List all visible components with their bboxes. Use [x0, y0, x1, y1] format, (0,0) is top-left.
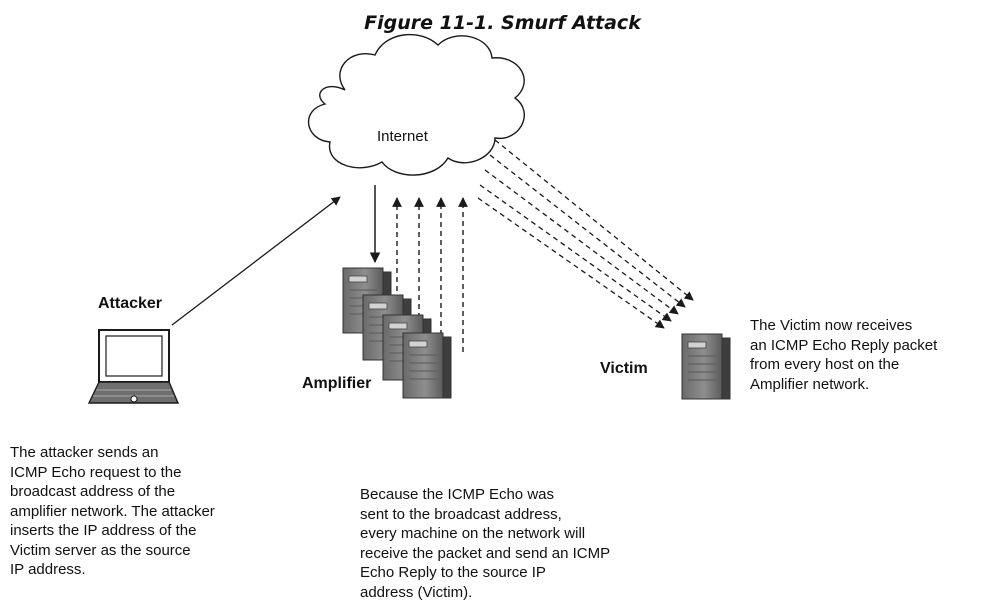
- victim-label: Victim: [600, 360, 648, 377]
- echo-reply-up-arrows: [392, 197, 468, 352]
- victim-description: The Victim now receives an ICMP Echo Rep…: [750, 317, 938, 393]
- amplifier-description: Because the ICMP Echo was sent to the br…: [360, 486, 611, 601]
- laptop-icon: [87, 329, 180, 404]
- internet-label: Internet: [377, 128, 428, 145]
- attacker-label: Attacker: [98, 295, 163, 312]
- victim-server: [681, 333, 731, 400]
- attacker-description: The attacker sends an ICMP Echo request …: [10, 444, 215, 578]
- internet-cloud: [308, 33, 525, 176]
- smurf-attack-diagram: [87, 33, 731, 404]
- figure-title: Figure 11-1. Smurf Attack: [364, 12, 641, 34]
- icmp-request-arrow: [171, 196, 341, 326]
- echo-reply-victim-arrows: [477, 139, 694, 329]
- amplifier-label: Amplifier: [302, 375, 372, 392]
